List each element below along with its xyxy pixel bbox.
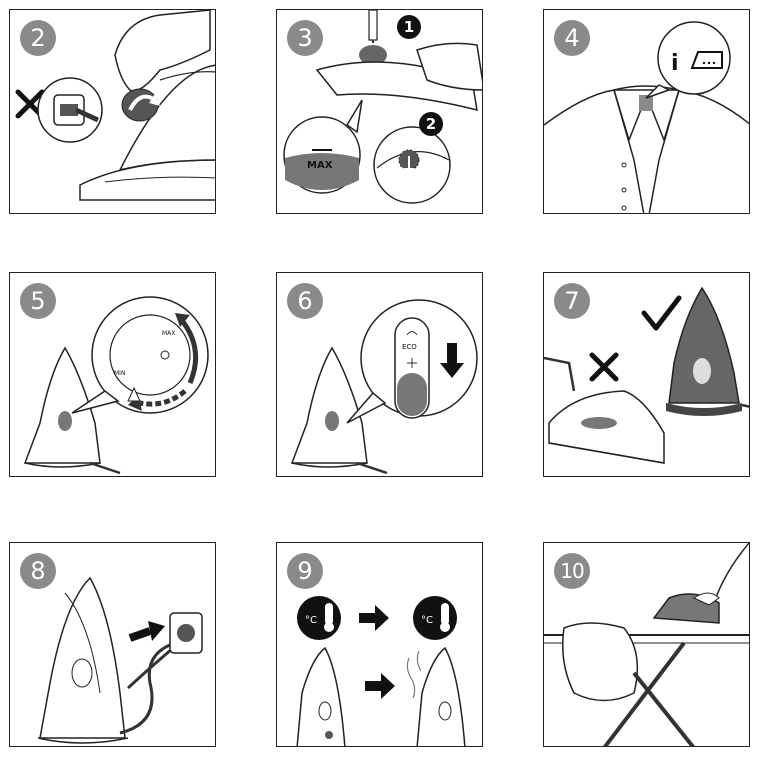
step-panel-10: 10 (543, 542, 750, 747)
step-number-badge: 2 (20, 20, 56, 56)
step-panel-8: 8 (9, 542, 216, 747)
iron-rest-position-illustration (544, 286, 749, 464)
step-panel-6: 6 ECO (276, 272, 483, 477)
plug-in-iron-illustration (37, 576, 203, 744)
max-level-label: MAX (307, 160, 333, 171)
step-panel-2: 2 (9, 9, 216, 214)
check-garment-label-illustration: i (544, 21, 749, 213)
ironing-board-illustration (544, 543, 749, 746)
thermometer-icon: °C (413, 596, 457, 640)
thermometer-icon: °C (297, 596, 341, 640)
dial-max-label: MAX (162, 330, 175, 337)
heat-up-illustration: °C °C (296, 596, 466, 746)
arrow-right-icon (365, 673, 395, 699)
step-number-badge: 6 (287, 283, 323, 319)
step-panel-5: 5 MIN MAX (9, 272, 216, 477)
step-number-badge: 8 (20, 553, 56, 589)
step-number-badge: 3 (287, 20, 323, 56)
svg-text:i: i (671, 51, 679, 76)
step-number-badge: 9 (287, 553, 323, 589)
steam-icon (406, 331, 418, 368)
step-number-badge: 7 (554, 283, 590, 319)
step-panel-3: 3 1 2 MAX (276, 9, 483, 214)
step-marker-1: 1 (397, 15, 421, 39)
iron-symbol-icon (690, 51, 723, 69)
unplug-iron-illustration (15, 10, 215, 201)
fill-water-illustration: MAX (283, 10, 482, 204)
dial-min-label: MIN (114, 370, 125, 377)
step-panel-7: 7 (543, 272, 750, 477)
eco-label: ECO (402, 343, 417, 351)
svg-text:°C: °C (305, 615, 317, 626)
step-number-badge: 4 (554, 20, 590, 56)
step-number-badge: 10 (554, 553, 590, 589)
step-panel-9: 9 °C °C (276, 542, 483, 747)
step-marker-2: 2 (419, 112, 443, 136)
svg-text:°C: °C (421, 615, 433, 626)
step-number-badge: 5 (20, 283, 56, 319)
steam-slider-illustration: ECO (290, 299, 478, 475)
arrow-right-icon (128, 621, 165, 642)
arrow-right-icon (359, 605, 389, 631)
set-temperature-dial-illustration: MIN MAX (23, 296, 209, 475)
arrow-down-icon (440, 343, 464, 378)
step-panel-4: 4 i (543, 9, 750, 214)
